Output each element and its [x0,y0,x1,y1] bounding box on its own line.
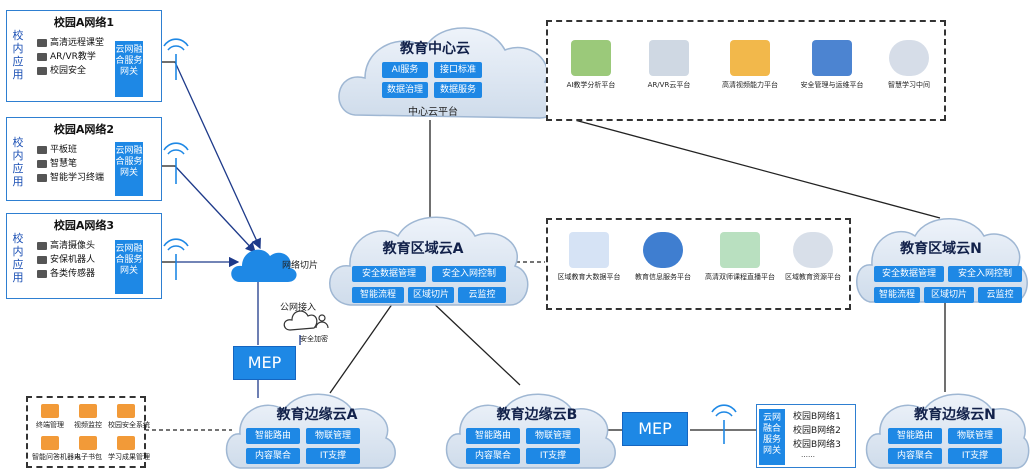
app-icon: 电子书包 [70,436,106,462]
cloud-network-gateway: 云网融合服务网关 [115,41,143,97]
edge-tag: 物联管理 [306,428,360,444]
public-access-label: 公网接入 [280,303,317,313]
edge-tag: 智能路由 [246,428,300,444]
platform-item: 智慧学习中间 [876,40,942,90]
edge-tag: IT支撑 [948,448,1002,464]
region-a-cloud-shape [329,216,529,306]
app-icon: 终端管理 [32,404,68,430]
center-tag: 数据服务 [434,82,482,98]
platform-item: 区域教育资源平台 [780,232,846,282]
terminal-icon [37,173,47,182]
platform-item: 高清双师课程直播平台 [702,232,778,282]
edge-tag: 智能路由 [466,428,520,444]
edge-tag: 内容聚合 [466,448,520,464]
cloud-network-gateway: 云网融合服务网关 [759,409,785,465]
edge-a-title: 教育边缘云A [276,407,358,423]
edge-tag: 内容聚合 [246,448,300,464]
cloud-network-gateway: 云网融合服务网关 [115,142,143,196]
campus-side-label: 校内应用 [12,136,24,188]
campus-network-1: 校园A网络1 校内应用 高清远程课堂 AR/VR教学 校园安全 云网融合服务网关 [6,10,162,102]
platform-item: 区域教育大数据平台 [554,232,624,282]
app-icon: 学习成果管理 [108,436,150,462]
network-slice-label: 网络切片 [282,261,319,271]
tablet-icon [37,145,47,154]
list-item: 高清远程课堂 [37,35,104,48]
device-icon [37,38,47,47]
app-icon: 视频监控 [70,404,106,430]
antenna-icons [163,38,737,444]
platform-item: AI教学分析平台 [556,40,626,90]
edge-a-apps-box: 终端管理 视频监控 校园安全系统 智能问答机器人 电子书包 学习成果管理 [26,396,150,468]
list-item: 校园安全 [37,63,86,76]
mep-box: MEP [233,346,296,380]
center-platforms-box: AI教学分析平台 AR/VR云平台 高清视频能力平台 安全管理与运维平台 智慧学… [546,20,946,121]
center-tag: 接口标准 [434,62,482,78]
mep-box-2: MEP [622,412,688,446]
region-tag: 区域切片 [924,287,974,303]
list-item: 平板班 [37,142,77,155]
edge-n-title: 教育边缘云N [914,407,996,423]
region-tag: 安全入网控制 [948,266,1022,282]
campus-network-2: 校园A网络2 校内应用 平板班 智慧笔 智能学习终端 云网融合服务网关 [6,117,162,201]
campus-network-title: 校园A网络1 [53,16,115,29]
platform-item: 高清视频能力平台 [712,40,788,90]
edge-tag: 内容聚合 [888,448,942,464]
center-tag: 数据治理 [382,82,428,98]
network-slice-cloud-icon [231,249,297,282]
camera-icon [37,241,47,250]
list-item: 智能学习终端 [37,170,104,183]
edge-tag: 物联管理 [948,428,1002,444]
center-cloud-footer: 中心云平台 [408,107,458,118]
region-tag: 智能流程 [874,287,920,303]
list-item: 安保机器人 [37,252,95,265]
campus-network-3: 校园A网络3 校内应用 高清摄像头 安保机器人 各类传感器 云网融合服务网关 [6,213,162,299]
robot-icon [37,255,47,264]
vr-icon [37,52,47,61]
edge-tag: IT支撑 [526,448,580,464]
region-tag: 智能流程 [352,287,404,303]
list-item: 校园B网络2 [793,426,841,436]
region-n-title: 教育区域云N [900,241,982,257]
region-tag: 安全入网控制 [432,266,506,282]
region-tag: 安全数据管理 [352,266,426,282]
center-tag: AI服务 [382,62,428,78]
region-tag: 云监控 [458,287,506,303]
region-tag: 安全数据管理 [874,266,944,282]
app-icon: 智能问答机器人 [32,436,81,462]
campus-side-label: 校内应用 [12,29,24,81]
list-item: 校园B网络1 [793,412,841,422]
security-label: 安全加密 [300,335,328,343]
cloud-network-gateway: 云网融合服务网关 [115,240,143,294]
list-item: …… [801,451,815,459]
public-access-cloud-icon [283,310,329,331]
platform-item: AR/VR云平台 [634,40,704,90]
list-item: 各类传感器 [37,266,95,279]
list-item: 高清摄像头 [37,238,95,251]
campus-network-title: 校园A网络2 [53,123,115,136]
center-cloud-title: 教育中心云 [400,41,470,57]
platform-item: 安全管理与运维平台 [794,40,870,90]
list-item: 校园B网络3 [793,440,841,450]
edge-tag: IT支撑 [306,448,360,464]
platform-item: 教育信息服务平台 [628,232,698,282]
app-icon: 校园安全系统 [108,404,150,430]
list-item: AR/VR教学 [37,49,96,62]
campus-side-label: 校内应用 [12,232,24,284]
edge-tag: 智能路由 [888,428,942,444]
sensor-icon [37,269,47,278]
edge-tag: 物联管理 [526,428,580,444]
campus-b-box: 云网融合服务网关 校园B网络1 校园B网络2 校园B网络3 …… [756,404,856,468]
edge-b-title: 教育边缘云B [496,407,578,423]
campus-network-title: 校园A网络3 [53,219,115,232]
region-a-title: 教育区域云A [382,241,464,257]
list-item: 智慧笔 [37,156,77,169]
region-platforms-box: 区域教育大数据平台 教育信息服务平台 高清双师课程直播平台 区域教育资源平台 [546,218,851,310]
region-tag: 云监控 [978,287,1022,303]
pen-icon [37,159,47,168]
shield-icon [37,66,47,75]
region-tag: 区域切片 [408,287,454,303]
